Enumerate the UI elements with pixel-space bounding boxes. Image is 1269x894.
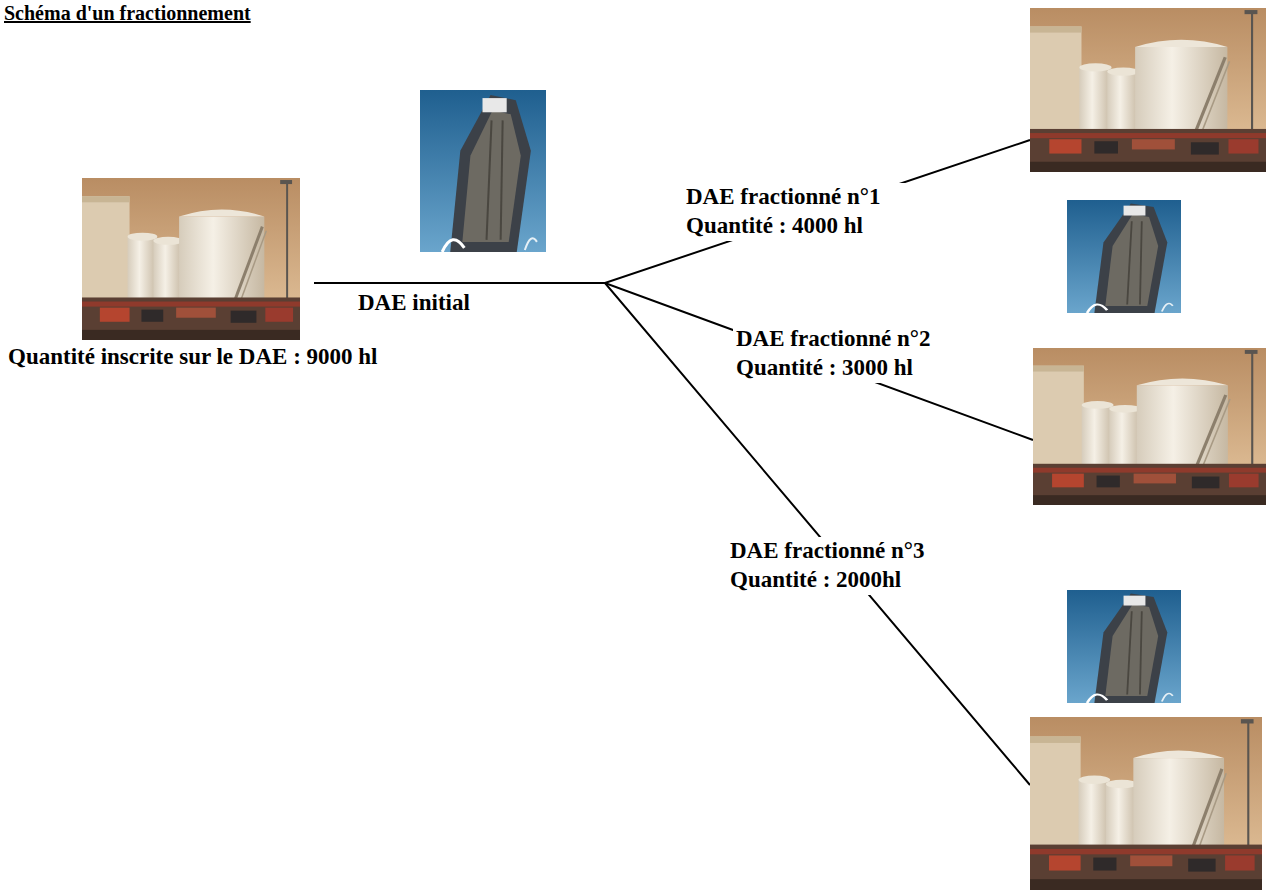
fuel-depot-node xyxy=(1030,717,1262,890)
split-document-label: DAE fractionné n°3 Quantité : 2000hl xyxy=(727,537,1018,595)
fuel-depot-node: Quantité inscrite sur le DAE : 9000 hl xyxy=(8,178,377,370)
tanker-ship-picture xyxy=(1067,200,1181,313)
quantity-caption: Quantité inscrite sur le DAE : 9000 hl xyxy=(8,344,377,370)
tanker-ship-picture xyxy=(1067,200,1181,313)
split-document-label: DAE fractionné n°1 Quantité : 4000 hl xyxy=(683,183,974,241)
fuel-depot-picture xyxy=(82,178,300,340)
fuel-depot-picture xyxy=(82,178,300,340)
diagram-title: Schéma d'un fractionnement xyxy=(4,2,251,25)
document-label: DAE initial xyxy=(355,290,473,316)
tanker-ship-picture xyxy=(420,90,546,252)
fuel-depot-picture xyxy=(1033,348,1266,505)
tanker-ship-picture xyxy=(420,90,546,252)
tanker-ship-picture xyxy=(1067,590,1181,703)
fuel-depot-picture xyxy=(1033,348,1266,505)
split-connector xyxy=(314,283,1030,785)
split-document-label: DAE fractionné n°2 Quantité : 3000 hl xyxy=(733,325,1024,383)
tanker-ship-picture xyxy=(1067,590,1181,703)
fuel-depot-picture xyxy=(1030,717,1262,890)
split-connector xyxy=(314,283,1033,440)
fuel-depot-node xyxy=(1030,8,1266,172)
fuel-depot-picture xyxy=(1030,8,1266,172)
fuel-depot-picture xyxy=(1030,717,1262,890)
fuel-depot-picture xyxy=(1030,8,1266,172)
fuel-depot-node xyxy=(1033,348,1266,505)
